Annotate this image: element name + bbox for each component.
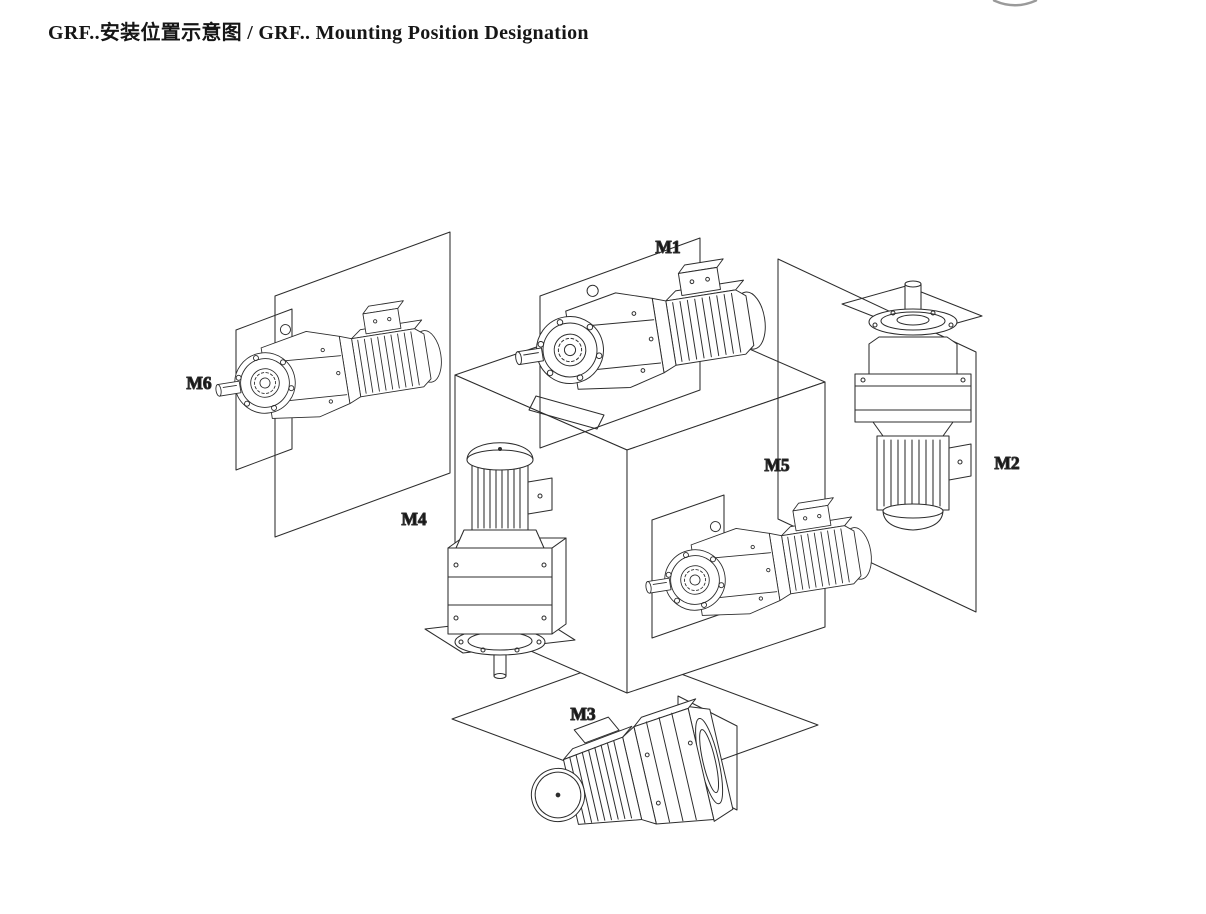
position-label-m2: M2 <box>994 453 1019 473</box>
position-label-m3: M3 <box>570 704 596 724</box>
mounting-plane-m6-wall <box>274 231 451 538</box>
gear-unit-m4-drawing <box>447 442 567 680</box>
mounting-bracket-m1 <box>528 395 605 430</box>
diagram-linework: M1 M2 M3 M4 M5 M6 <box>186 0 1038 861</box>
position-label-m6: M6 <box>186 373 212 393</box>
gear-unit-m6-drawing <box>206 295 448 433</box>
position-label-m5: M5 <box>764 455 790 475</box>
page-title: GRF..安装位置示意图 / GRF.. Mounting Position D… <box>48 22 589 44</box>
position-label-m1: M1 <box>655 237 680 257</box>
gear-unit-m2-drawing <box>854 280 972 531</box>
mounting-plate-m6 <box>235 308 293 471</box>
gear-unit-m3-drawing <box>517 693 736 861</box>
partial-logo-arc <box>992 0 1038 7</box>
position-label-m4: M4 <box>401 509 427 529</box>
